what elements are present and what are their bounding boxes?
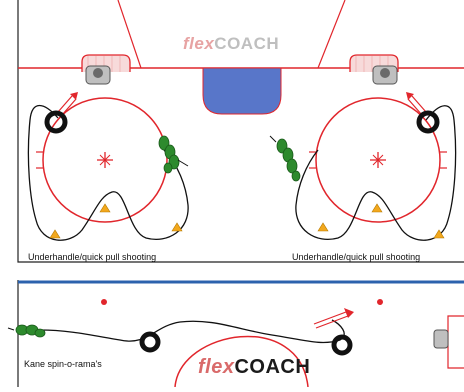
flexcoach-logo-top: flexCOACH	[183, 34, 280, 53]
goal-crease	[202, 67, 282, 115]
player-group-bottom	[7, 324, 46, 338]
drill-label-left: Underhandle/quick pull shooting	[28, 252, 157, 262]
tire-obstacle	[416, 110, 440, 134]
trapezoid-left-line	[117, 0, 142, 69]
shot-arrow-right	[406, 92, 427, 116]
tire-obstacle	[331, 334, 353, 356]
goalie-left	[85, 65, 111, 85]
goalie-right	[372, 65, 398, 85]
cone-marker	[371, 203, 383, 213]
shot-arrow-left	[57, 92, 78, 116]
cone-marker	[49, 229, 61, 239]
faceoff-circle-left	[36, 97, 174, 223]
tire-obstacle	[139, 331, 161, 353]
cone-marker	[171, 222, 183, 232]
shot-arrow-bottom	[313, 308, 354, 329]
boards-marker	[433, 315, 464, 369]
drill-label-right: Underhandle/quick pull shooting	[292, 252, 421, 262]
cone-marker	[433, 229, 445, 239]
tire-obstacle	[44, 110, 68, 134]
player-group-right	[269, 135, 301, 182]
cone-marker	[99, 203, 111, 213]
faceoff-dot	[101, 299, 107, 305]
cone-marker	[317, 222, 329, 232]
drill-label-bottom: Kane spin-o-rama's	[24, 359, 102, 369]
skating-path-right	[295, 105, 457, 241]
player-group-left	[158, 135, 189, 174]
skating-path-bottom	[39, 319, 345, 344]
trapezoid-right-line	[317, 0, 346, 69]
faceoff-dot	[377, 299, 383, 305]
faceoff-circle-right	[309, 97, 447, 223]
skating-path-left	[27, 104, 189, 241]
center-circle	[174, 335, 309, 388]
flexcoach-logo-bottom: flexCOACH	[198, 356, 311, 378]
